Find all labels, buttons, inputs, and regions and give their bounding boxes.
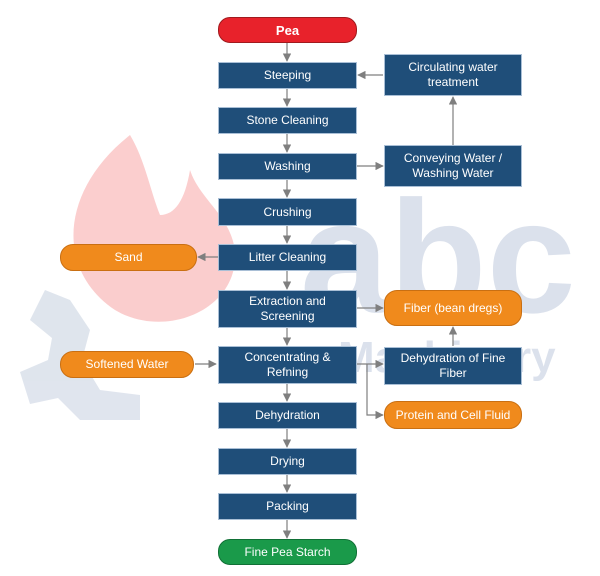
node-circulating-water-label: Circulating water treatment xyxy=(408,60,498,89)
node-fiber-label: Fiber (bean dregs) xyxy=(403,300,503,315)
node-concentrating-refning-label: Concentrating & Refning xyxy=(244,350,331,379)
node-extraction-screening-label: Extraction and Screening xyxy=(249,294,326,323)
node-stone-cleaning-label: Stone Cleaning xyxy=(246,113,329,127)
node-dehydration-label: Dehydration xyxy=(255,408,320,422)
node-fine-pea-starch-label: Fine Pea Starch xyxy=(244,544,331,559)
node-litter-cleaning: Litter Cleaning xyxy=(218,244,357,271)
node-packing-label: Packing xyxy=(266,499,309,513)
node-extraction-screening: Extraction and Screening xyxy=(218,290,357,328)
node-washing: Washing xyxy=(218,153,357,180)
node-dehydration: Dehydration xyxy=(218,402,357,429)
node-crushing: Crushing xyxy=(218,198,357,226)
node-pea-label: Pea xyxy=(275,22,300,38)
node-dehydration-fine-fiber: Dehydration of Fine Fiber xyxy=(384,347,522,385)
node-softened-water: Softened Water xyxy=(60,351,194,378)
node-washing-label: Washing xyxy=(264,159,311,173)
node-steeping-label: Steeping xyxy=(263,68,312,82)
node-conveying-water-label: Conveying Water / Washing Water xyxy=(403,151,503,180)
node-drying: Drying xyxy=(218,448,357,475)
node-sand: Sand xyxy=(60,244,197,271)
node-stone-cleaning: Stone Cleaning xyxy=(218,107,357,134)
node-fine-pea-starch: Fine Pea Starch xyxy=(218,539,357,565)
node-drying-label: Drying xyxy=(270,454,305,468)
node-pea: Pea xyxy=(218,17,357,43)
node-protein-cell-fluid-label: Protein and Cell Fluid xyxy=(395,407,511,422)
arrow-concentrating-protein xyxy=(366,364,384,420)
node-concentrating-refning: Concentrating & Refning xyxy=(218,346,357,384)
flame-icon xyxy=(73,135,236,322)
node-circulating-water: Circulating water treatment xyxy=(384,54,522,96)
node-fiber: Fiber (bean dregs) xyxy=(384,290,522,326)
node-crushing-label: Crushing xyxy=(263,204,312,219)
node-softened-water-label: Softened Water xyxy=(85,357,169,371)
node-protein-cell-fluid: Protein and Cell Fluid xyxy=(384,401,522,429)
node-steeping: Steeping xyxy=(218,62,357,89)
node-dehydration-fine-fiber-label: Dehydration of Fine Fiber xyxy=(400,351,506,380)
node-packing: Packing xyxy=(218,493,357,520)
node-sand-label: Sand xyxy=(114,250,143,264)
node-litter-cleaning-label: Litter Cleaning xyxy=(248,250,327,264)
node-conveying-water: Conveying Water / Washing Water xyxy=(384,145,522,187)
